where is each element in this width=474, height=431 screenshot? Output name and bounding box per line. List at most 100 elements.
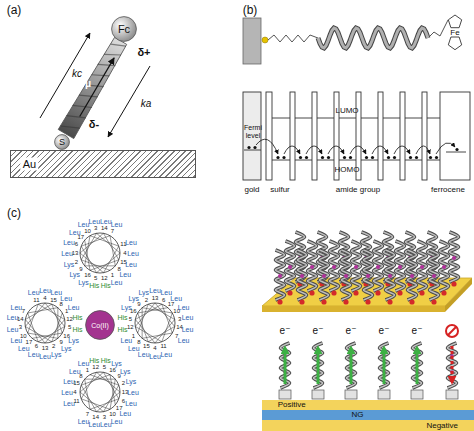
node-label: Co(II) <box>91 322 109 329</box>
positive-layer: Positive <box>262 400 474 410</box>
electron-label: e⁻ <box>412 326 423 336</box>
helix-array <box>287 290 292 295</box>
residue-number: 16 <box>84 272 91 278</box>
residue-number: 11 <box>160 343 166 349</box>
node-outline <box>112 17 137 42</box>
residue-name: Lys <box>128 294 139 301</box>
residue-name: Leu <box>127 389 139 396</box>
residue-name: Leu <box>119 410 131 417</box>
helix-array <box>288 265 292 269</box>
residue-name: Leu <box>39 353 51 360</box>
helical-wheel <box>80 233 120 272</box>
residue-name: Leu <box>111 417 123 424</box>
hopping-arrows <box>350 146 366 154</box>
helix-array <box>409 299 414 304</box>
residue-name: His <box>101 282 111 289</box>
node-label: NG <box>351 411 363 419</box>
helix-array <box>376 265 380 269</box>
residue-number: 3 <box>19 324 22 330</box>
helix-array <box>342 250 351 305</box>
energy-diagram <box>290 92 295 180</box>
residue-number: 6 <box>122 398 125 404</box>
electron-dots <box>299 156 302 159</box>
residue-number: 2 <box>122 380 125 386</box>
helix-array <box>277 299 282 304</box>
helix-column <box>281 343 290 388</box>
helix-array <box>374 241 383 291</box>
helix-array <box>298 250 307 300</box>
helix-array <box>364 250 373 300</box>
helix-column <box>380 343 389 388</box>
residue-number: 13 <box>42 345 49 351</box>
graphene-layer: NG <box>262 410 474 420</box>
helix-array <box>418 241 427 291</box>
panel-label: (a) <box>7 4 22 16</box>
residue-name: Leu <box>100 217 112 224</box>
rate-constant: kc <box>72 69 82 79</box>
node-label: Positive <box>278 401 306 409</box>
residue-name: Leu <box>111 278 123 285</box>
helix-array <box>397 290 402 295</box>
electron-dots <box>415 156 418 159</box>
residue-name: Lys <box>51 351 62 358</box>
residue-name: His <box>101 356 111 363</box>
helix-array <box>308 241 317 296</box>
residue-number: 4 <box>43 295 46 301</box>
residue-name: Leu <box>28 288 40 295</box>
helix-column <box>314 343 323 388</box>
residue-name: Lys <box>121 303 132 310</box>
residue-number: 6 <box>35 343 38 349</box>
residue-name: Lys <box>61 345 72 352</box>
residue-number: 7 <box>86 411 89 417</box>
helix-array <box>354 265 358 269</box>
helix-array <box>408 250 417 300</box>
residue-number: 8 <box>59 301 62 307</box>
contact-pads <box>345 390 357 399</box>
helix-column <box>281 343 290 388</box>
residue-name: Leu <box>7 325 19 332</box>
helical-wheel <box>135 303 175 343</box>
helix-column <box>448 343 457 388</box>
helix-array <box>431 299 436 304</box>
helix-rod <box>60 119 80 135</box>
helix-array <box>388 274 392 278</box>
helix-array <box>387 299 392 304</box>
residue-name: Leu <box>39 287 51 294</box>
helical-wheel <box>25 303 64 343</box>
electron-dots <box>247 146 458 159</box>
energy-diagram <box>244 150 261 151</box>
helical-wheel <box>80 233 120 273</box>
residue-name: Leu <box>78 221 90 228</box>
residue-name: His <box>72 314 82 321</box>
residue-number: 5 <box>129 316 132 322</box>
residue-name: Lys <box>120 367 131 374</box>
electron-dots <box>327 156 330 159</box>
helix-column <box>448 343 457 388</box>
helix-column <box>416 348 419 384</box>
residue-name: Leu <box>125 238 137 245</box>
helix-array <box>398 265 402 269</box>
residue-number: 11 <box>33 297 39 303</box>
hopping-arrows <box>256 139 455 154</box>
residue-number: 3 <box>94 225 97 231</box>
helix-array <box>286 241 295 296</box>
helix-spring <box>318 28 428 48</box>
blocked-sign <box>446 325 458 337</box>
energy-diagram <box>422 92 427 180</box>
partial-charge: δ+ <box>137 47 150 58</box>
residue-name: Leu <box>11 303 23 310</box>
residue-number: 12 <box>92 364 99 370</box>
residue-name: Leu <box>61 250 73 257</box>
helix-array <box>343 299 348 304</box>
gold-substrate: Au <box>10 150 196 178</box>
helix-column <box>413 343 422 388</box>
residue-number: 17 <box>26 339 33 345</box>
dipole-symbol: μ <box>85 79 91 89</box>
helix-array <box>344 274 348 278</box>
helix-array <box>374 241 383 291</box>
residue-name: His <box>117 314 127 321</box>
helix-array <box>430 250 439 305</box>
hopping-arrows <box>284 146 300 154</box>
residue-name: His <box>72 325 82 332</box>
helix-column <box>413 343 422 388</box>
